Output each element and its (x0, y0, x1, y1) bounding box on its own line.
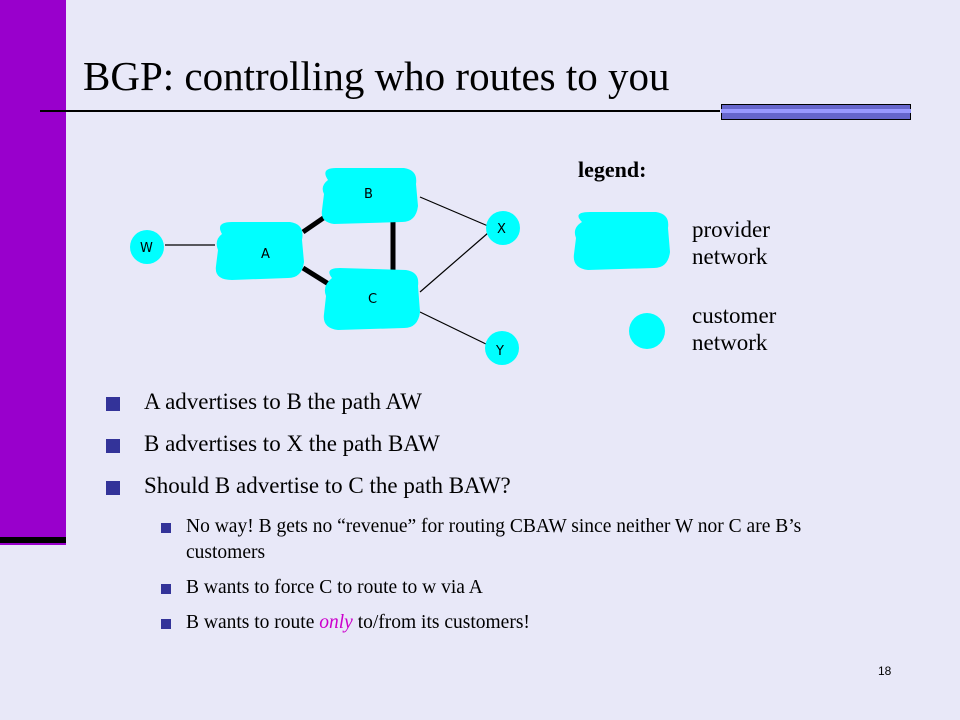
bullet-square-icon (106, 481, 120, 495)
link-c-y (419, 311, 489, 346)
node-label-a: A (261, 247, 270, 262)
sub-bullet-square-icon (161, 523, 171, 533)
provider-network-b (321, 168, 418, 224)
bullet-text: B advertises to X the path BAW (144, 431, 440, 456)
page-number: 18 (878, 664, 892, 678)
sub-bullet-text-after: to/from its customers! (352, 612, 530, 633)
left-accent-bar (0, 0, 66, 545)
sub-bullet-item: No way! B gets no “revenue” for routing … (0, 514, 860, 566)
sub-bullet-square-icon (161, 619, 171, 629)
node-label-x: X (497, 222, 506, 237)
sub-bullet-item: B wants to force C to route to w via A (0, 575, 860, 601)
slide-title: BGP: controlling who routes to you (83, 53, 670, 99)
customer-network-w (130, 230, 164, 264)
sub-bullet-text-before: B wants to route (186, 612, 320, 633)
legend-customer-shape (629, 313, 665, 349)
sub-bullet-emphasis: only (319, 612, 353, 633)
legend-provider-shape (573, 212, 670, 270)
title-underline (40, 110, 720, 112)
customer-network-x (486, 211, 520, 245)
title-accent-stripe (721, 109, 911, 113)
bullet-text: A advertises to B the path AW (144, 389, 422, 414)
node-label-y: Y (495, 344, 504, 359)
legend-customer-line1: customer (692, 303, 777, 328)
legend-customer-label: customer network (692, 302, 776, 356)
sub-bullet-text: B wants to force C to route to w via A (186, 577, 483, 598)
link-c-x (419, 232, 489, 293)
sub-bullet-text: No way! B gets no “revenue” for routing … (186, 516, 802, 563)
bullet-square-icon (106, 439, 120, 453)
node-label-c: C (368, 292, 377, 307)
legend-provider-line1: provider (692, 217, 770, 242)
customer-network-y (485, 331, 519, 365)
sub-bullet-item: B wants to route only to/from its custom… (0, 610, 860, 636)
bullet-text: Should B advertise to C the path BAW? (144, 473, 511, 498)
legend-title: legend: (578, 157, 647, 182)
provider-network-a (215, 222, 304, 280)
bullet-item: A advertises to B the path AW (106, 388, 860, 416)
provider-network-c (323, 268, 420, 330)
bullet-square-icon (106, 397, 120, 411)
node-label-w: W (140, 241, 153, 256)
bullet-item: Should B advertise to C the path BAW? (106, 472, 860, 500)
left-bar-shadow (0, 537, 66, 543)
sub-bullet-square-icon (161, 584, 171, 594)
legend-provider-label: provider network (692, 216, 770, 270)
link-b-x (419, 196, 489, 227)
legend-provider-line2: network (692, 244, 768, 269)
bullet-list: A advertises to B the path AW B advertis… (106, 388, 860, 645)
bullet-item: B advertises to X the path BAW (106, 430, 860, 458)
legend-customer-line2: network (692, 330, 768, 355)
node-label-b: B (364, 187, 373, 202)
